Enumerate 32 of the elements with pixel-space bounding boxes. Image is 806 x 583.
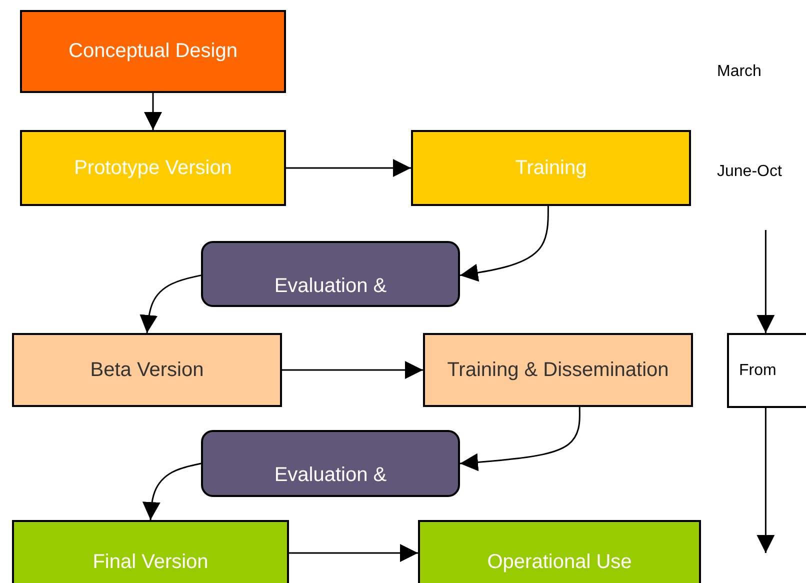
arrow xyxy=(289,544,418,562)
node-label: Beta Version xyxy=(90,358,204,382)
node-label: Training xyxy=(515,156,587,180)
process-box xyxy=(12,333,282,407)
rounded-process-box xyxy=(201,430,460,497)
arrow xyxy=(756,408,775,553)
process-box xyxy=(418,520,701,583)
node-label: From xyxy=(739,362,776,380)
process-box xyxy=(20,130,286,206)
arrow xyxy=(286,159,411,177)
arrow xyxy=(460,407,580,472)
arrow xyxy=(282,361,423,379)
arrow xyxy=(142,462,202,520)
arrow xyxy=(756,230,775,333)
date-label: March xyxy=(717,63,762,81)
process-box xyxy=(12,520,289,583)
node-label: Conceptual Design xyxy=(68,40,238,63)
node-label: Final Version xyxy=(92,550,208,574)
node-label: Prototype Version xyxy=(74,156,232,180)
arrow xyxy=(460,206,549,282)
process-box xyxy=(423,333,693,407)
node-label: Evaluation & xyxy=(274,274,387,298)
node-label: Evaluation & xyxy=(274,464,387,487)
date-label: June-Oct xyxy=(717,163,782,181)
arrow xyxy=(144,93,162,130)
arrow xyxy=(140,274,202,334)
process-box xyxy=(20,10,286,93)
rounded-process-box xyxy=(201,241,460,307)
process-box xyxy=(727,333,806,408)
node-label: Training & Dissemination xyxy=(447,358,669,382)
node-label: Operational Use xyxy=(487,550,632,574)
process-box xyxy=(411,130,691,206)
